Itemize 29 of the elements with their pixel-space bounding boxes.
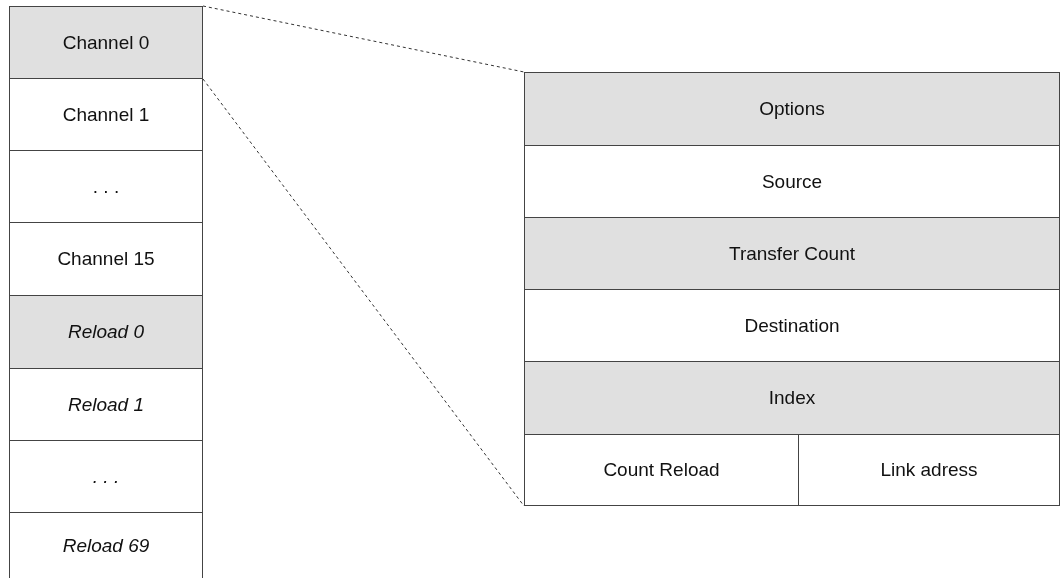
memory-cell	[524, 217, 1060, 290]
memory-cell	[9, 150, 203, 223]
zoom-line	[202, 5, 525, 73]
cell-label: Reload 1	[67, 393, 145, 416]
cell-label: Source	[761, 170, 823, 193]
cell-label: Channel 1	[62, 103, 150, 126]
cell-label: Link adress	[880, 459, 978, 481]
cell-label: . . .	[92, 465, 120, 488]
cell-label: Count Reload	[603, 459, 720, 481]
memory-cell	[9, 295, 203, 369]
cell-label: Channel 0	[62, 31, 150, 54]
memory-cell	[9, 6, 203, 79]
memory-cell	[798, 434, 1060, 506]
memory-cell	[524, 361, 1060, 435]
memory-cell	[9, 440, 203, 513]
cell-label: Reload 0	[67, 321, 145, 343]
cell-label: Reload 69	[62, 534, 150, 557]
memory-cell	[9, 512, 203, 578]
zoom-line	[202, 78, 525, 507]
cell-label: Options	[759, 98, 825, 120]
memory-cell	[524, 72, 1060, 146]
cell-label: Transfer Count	[729, 242, 855, 265]
cell-label: Channel 15	[57, 248, 155, 270]
cell-label: Destination	[744, 314, 840, 337]
memory-cell	[9, 78, 203, 151]
cell-label: Index	[768, 387, 816, 409]
memory-cell	[524, 434, 799, 506]
memory-cell	[9, 368, 203, 441]
cell-label: . . .	[92, 175, 120, 198]
